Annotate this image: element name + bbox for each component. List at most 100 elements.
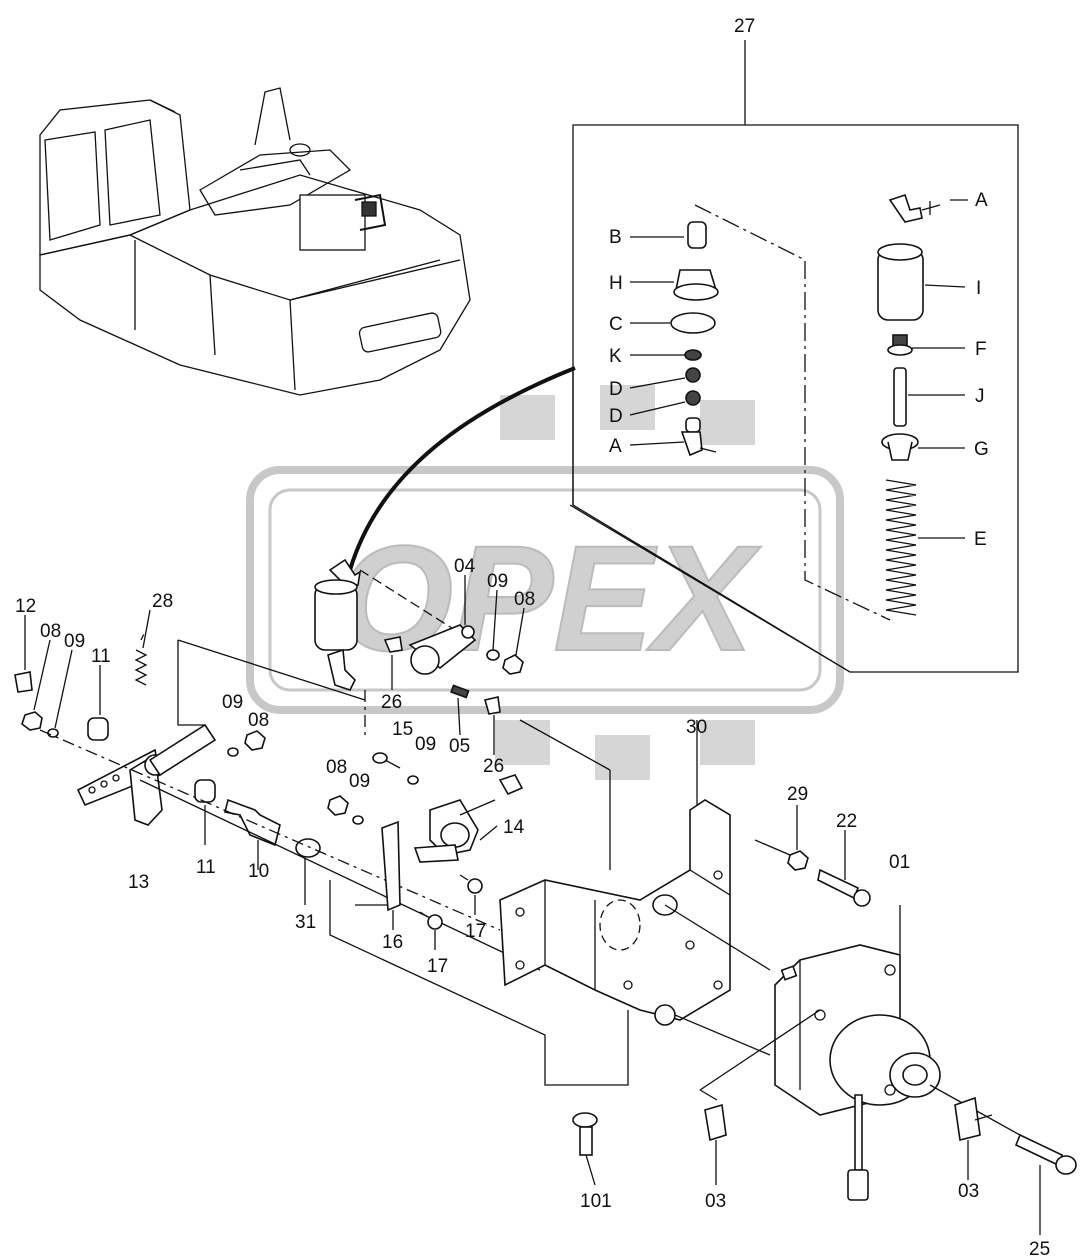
label-29: 29 bbox=[787, 784, 808, 805]
washer-09d-icon bbox=[407, 775, 419, 785]
label-15: 15 bbox=[392, 719, 413, 740]
washer-09b-icon bbox=[47, 649, 73, 738]
label-09-a: 09 bbox=[487, 571, 508, 592]
pin-05-icon bbox=[450, 684, 470, 736]
label-11-b: 11 bbox=[196, 857, 216, 878]
watermark-inner-frame bbox=[268, 488, 822, 692]
label-01: 01 bbox=[889, 852, 910, 873]
label-30: 30 bbox=[686, 717, 707, 738]
label-09-d: 09 bbox=[415, 734, 436, 755]
motor-actuator-icon bbox=[314, 558, 456, 691]
label-d-upper: D bbox=[609, 379, 623, 400]
part-h-icon bbox=[630, 269, 719, 301]
label-13: 13 bbox=[128, 872, 149, 893]
cable bbox=[348, 366, 576, 571]
label-h: H bbox=[609, 273, 623, 294]
label-12: 12 bbox=[15, 596, 36, 617]
label-22: 22 bbox=[836, 811, 857, 832]
clip-26a-icon bbox=[383, 636, 403, 690]
bolt-25-icon bbox=[1014, 1133, 1077, 1235]
label-26-a: 26 bbox=[381, 692, 402, 713]
label-g: G bbox=[974, 439, 989, 460]
sensor-14-icon bbox=[413, 774, 524, 863]
label-e: E bbox=[974, 529, 987, 550]
nut-08b-icon bbox=[21, 639, 51, 731]
part-d-upper-icon bbox=[629, 367, 701, 389]
nut-08d-icon bbox=[327, 795, 349, 816]
nut-08a-icon bbox=[502, 607, 525, 675]
ring-12-icon bbox=[14, 615, 33, 693]
label-03-a: 03 bbox=[705, 1191, 726, 1212]
label-08-c: 08 bbox=[248, 710, 269, 731]
clip-03a-icon bbox=[704, 1103, 727, 1185]
bolt-17a-icon bbox=[459, 874, 483, 915]
label-26-b: 26 bbox=[483, 756, 504, 777]
label-d-lower: D bbox=[609, 406, 623, 427]
label-f: F bbox=[975, 339, 987, 360]
ring-31-icon bbox=[295, 838, 321, 905]
bolt-22-icon bbox=[817, 830, 871, 907]
part-d-lower-icon bbox=[629, 390, 701, 416]
label-28: 28 bbox=[152, 591, 173, 612]
assembly-27-box bbox=[569, 40, 1019, 673]
nut-29-icon bbox=[787, 805, 809, 871]
part-k-icon bbox=[630, 349, 702, 361]
washer-09e-icon bbox=[352, 815, 364, 825]
spring-e-icon bbox=[885, 478, 965, 618]
part-c-icon bbox=[630, 312, 716, 334]
part-a-lower-icon bbox=[629, 417, 717, 457]
motor-01-icon bbox=[774, 905, 941, 1201]
clip-26b-icon bbox=[483, 696, 501, 755]
label-10: 10 bbox=[248, 861, 269, 882]
label-08-a: 08 bbox=[514, 589, 535, 610]
washer-09c-icon bbox=[227, 747, 239, 757]
bolt-101-icon bbox=[572, 1112, 598, 1186]
washer-09a-icon bbox=[486, 589, 500, 661]
label-27: 27 bbox=[734, 16, 755, 37]
label-05: 05 bbox=[449, 736, 470, 757]
part-i-icon bbox=[877, 243, 966, 321]
label-17-a: 17 bbox=[465, 921, 486, 942]
lever-04-icon bbox=[408, 575, 477, 675]
part-b-icon bbox=[630, 221, 707, 249]
excavator-overview-icon bbox=[39, 87, 471, 396]
label-09-c: 09 bbox=[222, 692, 243, 713]
label-03-b: 03 bbox=[958, 1181, 979, 1202]
label-c: C bbox=[609, 314, 623, 335]
spring-28-icon bbox=[134, 609, 151, 686]
label-04: 04 bbox=[454, 556, 476, 577]
nut-08c-icon bbox=[244, 730, 266, 751]
label-11-a: 11 bbox=[91, 646, 111, 667]
label-b: B bbox=[609, 227, 622, 248]
clip-03b-icon bbox=[954, 1096, 993, 1180]
label-i: I bbox=[976, 278, 981, 299]
watermark-gear-icon bbox=[495, 385, 755, 780]
part-a-upper-icon bbox=[888, 193, 968, 223]
bolt-15-icon bbox=[372, 752, 401, 769]
label-a-lower: A bbox=[609, 436, 622, 457]
plate-16-icon bbox=[381, 820, 401, 930]
label-09-b: 09 bbox=[64, 631, 85, 652]
label-08-b: 08 bbox=[40, 621, 61, 642]
label-14: 14 bbox=[503, 817, 525, 838]
label-j: J bbox=[975, 386, 985, 407]
label-k: K bbox=[609, 346, 622, 367]
label-25: 25 bbox=[1029, 1239, 1050, 1260]
collar-11a-icon bbox=[87, 665, 109, 741]
label-08-d: 08 bbox=[326, 757, 347, 778]
watermark-frame bbox=[246, 466, 844, 714]
label-16: 16 bbox=[382, 932, 403, 953]
watermark-text: OPEX bbox=[337, 514, 762, 682]
label-09-e: 09 bbox=[349, 771, 370, 792]
label-31: 31 bbox=[295, 912, 316, 933]
watermark: OPEX bbox=[246, 385, 844, 780]
shaft-10-icon bbox=[224, 798, 281, 870]
part-f-icon bbox=[887, 334, 965, 356]
part-g-icon bbox=[881, 433, 965, 461]
bolt-17b-icon bbox=[419, 911, 443, 950]
collar-11b-icon bbox=[194, 779, 216, 845]
part-j-icon bbox=[893, 367, 965, 427]
label-101: 101 bbox=[580, 1191, 612, 1212]
label-17-b: 17 bbox=[427, 956, 448, 977]
